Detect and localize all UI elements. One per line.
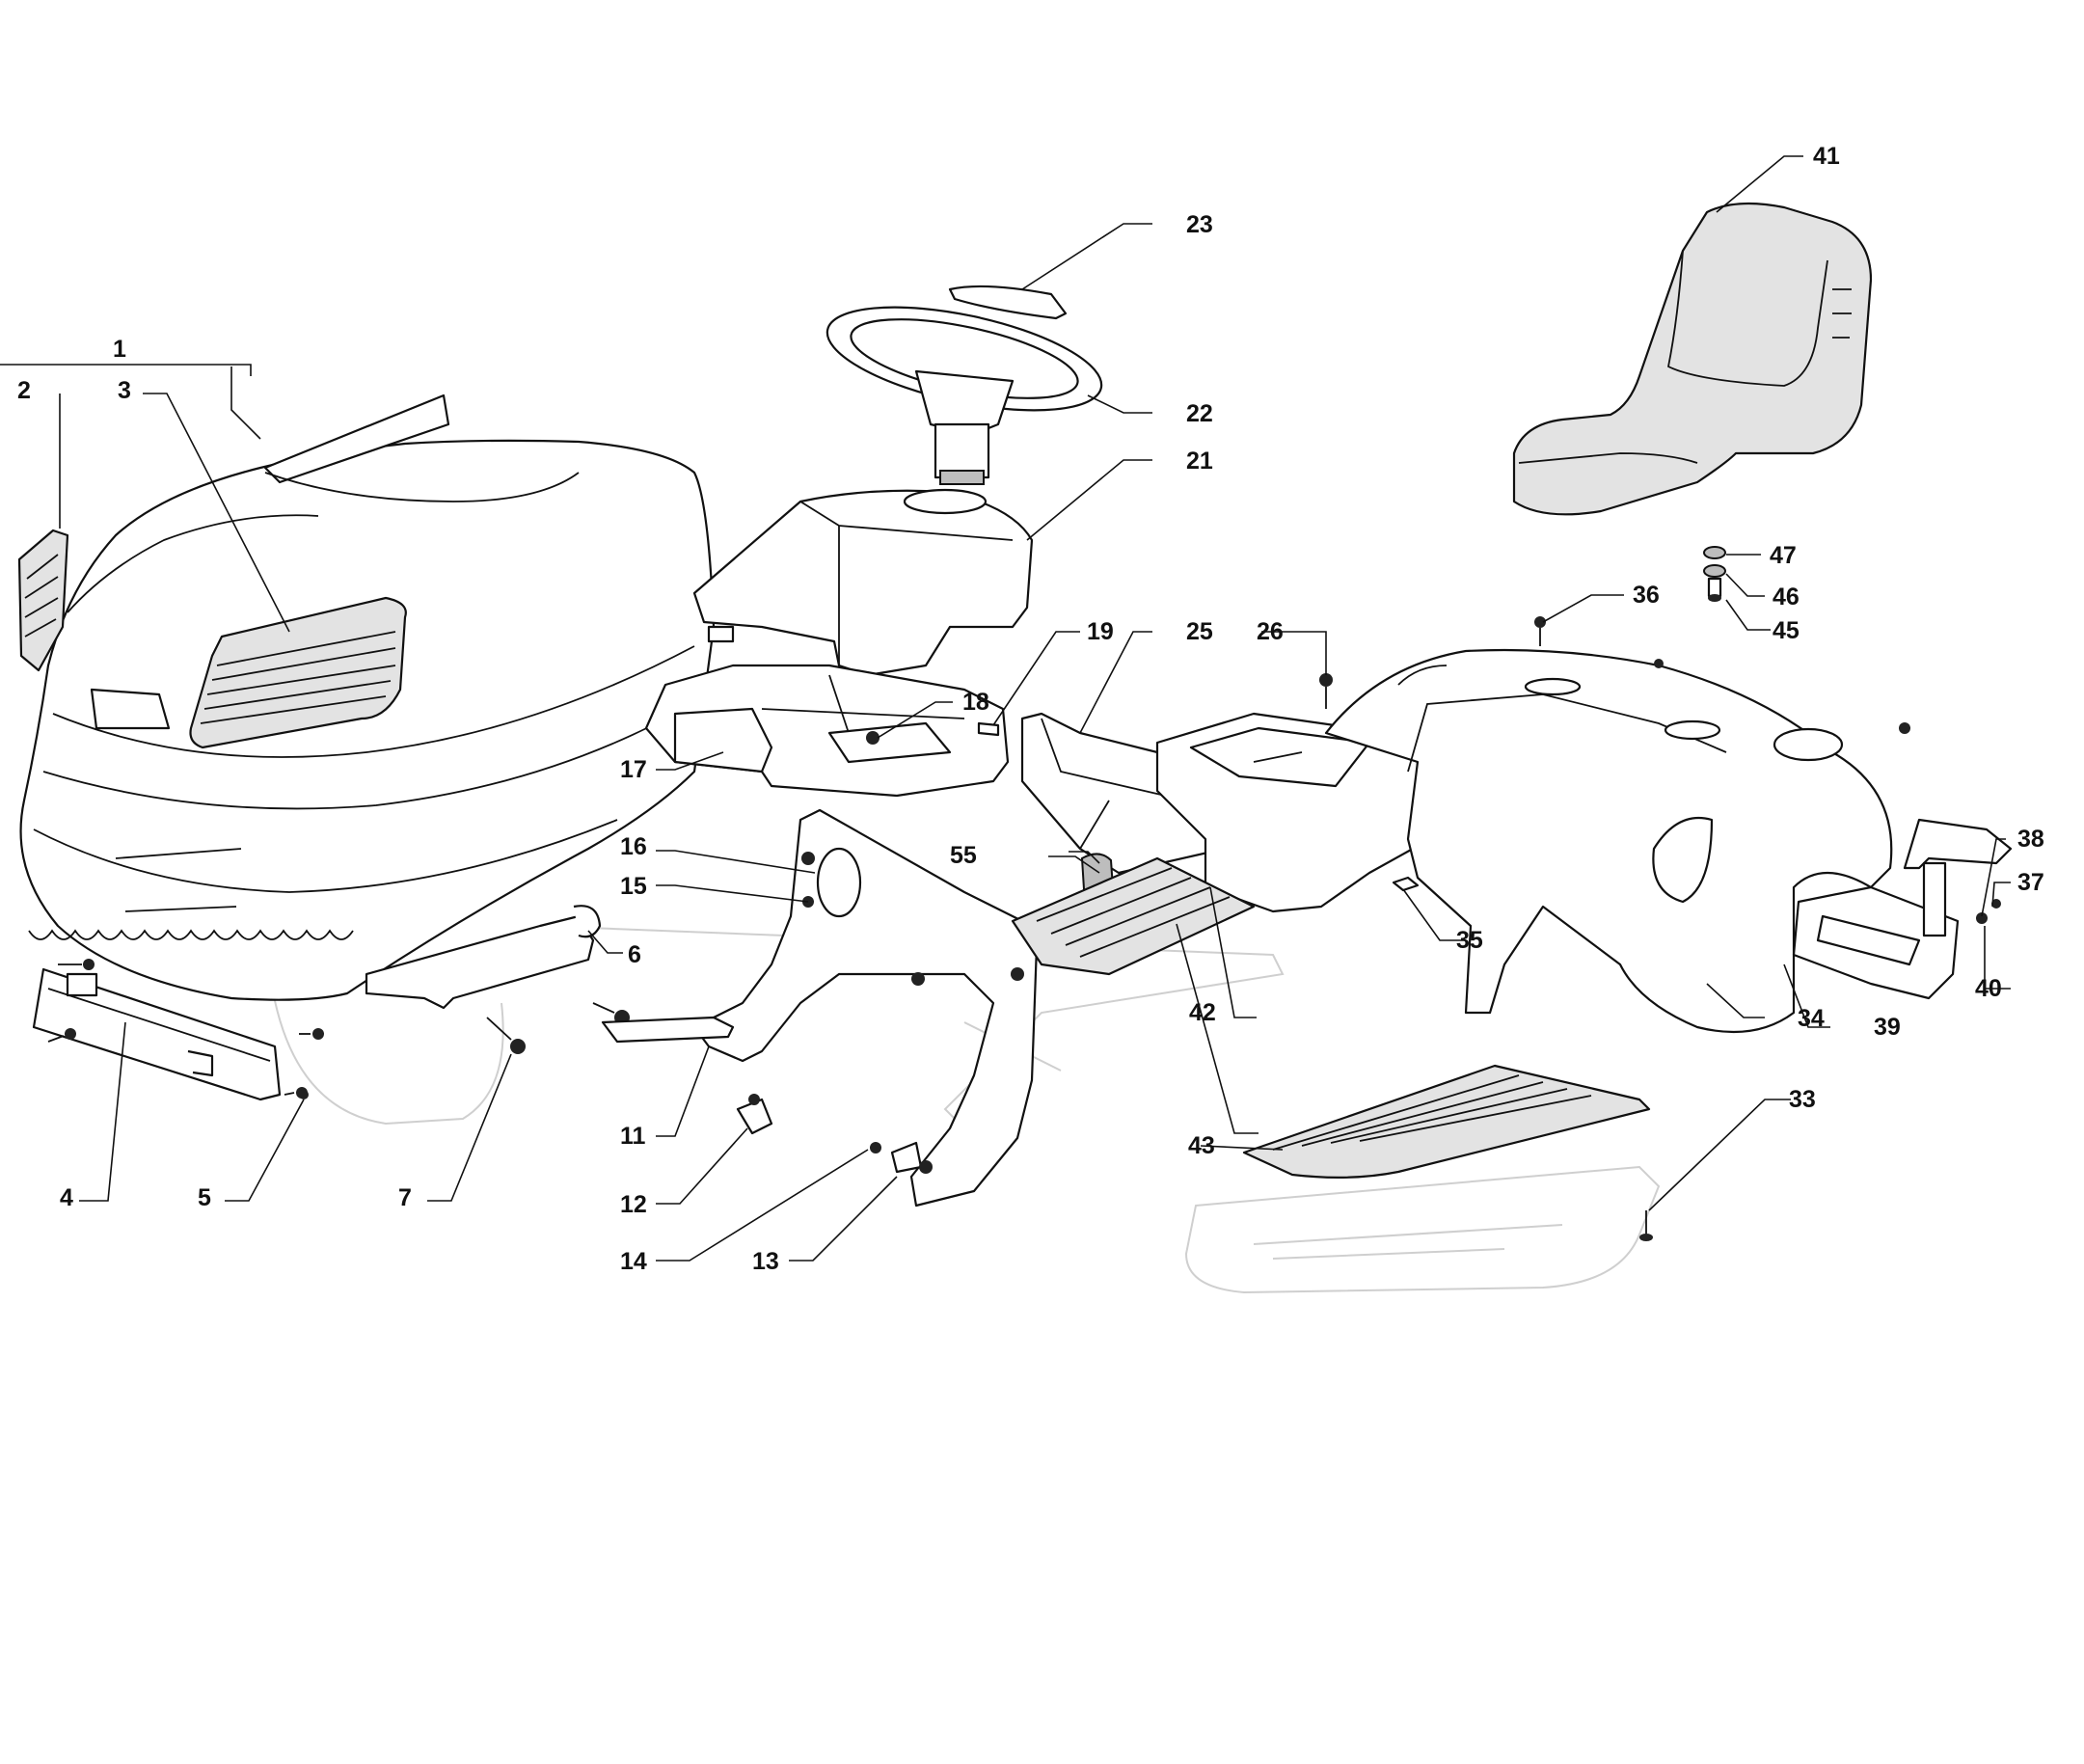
screw-part-33: [1639, 1210, 1653, 1241]
callout-33: 33: [1789, 1086, 1816, 1113]
clip-part-18: [866, 721, 1000, 745]
console-housing-part: [644, 625, 1010, 798]
callout-2: 2: [17, 377, 31, 404]
clip-part-12: [736, 1094, 773, 1135]
callout-11: 11: [620, 1123, 646, 1150]
seat-part: [1512, 202, 1873, 516]
callout-36: 36: [1633, 582, 1660, 609]
callout-42: 42: [1189, 999, 1216, 1026]
callout-40: 40: [1975, 975, 2002, 1002]
callout-21: 21: [1186, 448, 1213, 475]
steering-wheel-part: [825, 306, 1103, 485]
callout-17: 17: [620, 756, 647, 783]
callout-22: 22: [1186, 400, 1213, 427]
callout-4: 4: [60, 1184, 73, 1211]
leader-lines: [0, 155, 2011, 1262]
screw-part-5: [299, 1090, 309, 1099]
callout-6: 6: [628, 941, 641, 968]
callout-18: 18: [962, 689, 989, 716]
callout-14: 14: [620, 1248, 647, 1275]
callout-37: 37: [2017, 869, 2044, 896]
front-plate-part: [32, 967, 282, 1101]
callout-34: 34: [1798, 1005, 1825, 1032]
callout-38: 38: [2017, 826, 2044, 853]
callout-1: 1: [113, 336, 126, 363]
rear-fender-body-part: [1324, 648, 1893, 1034]
callout-16: 16: [620, 833, 647, 860]
hood-hinge-part: [365, 905, 602, 1010]
callout-5: 5: [198, 1184, 211, 1211]
bracket-part-35: [1392, 876, 1420, 892]
screw-part-36: [1534, 616, 1546, 646]
ghost-chassis-rear: [1184, 1165, 1661, 1294]
hood-part: [19, 394, 716, 1001]
callout-39: 39: [1874, 1014, 1901, 1041]
bolt-part-7: [486, 1017, 526, 1054]
callout-55: 55: [950, 842, 977, 869]
seat-hardware: [1703, 546, 1726, 602]
callout-13: 13: [752, 1248, 779, 1275]
callout-labels: 1 2 3 4 5 6 7 11 12 13 14 15 16 17 18 19…: [17, 143, 2044, 1275]
rear-mat-part: [1242, 1064, 1651, 1179]
callout-7: 7: [398, 1184, 412, 1211]
dash-cover-part: [692, 488, 1034, 677]
rear-hardware: [1899, 722, 2013, 937]
callout-26: 26: [1257, 618, 1284, 645]
side-light-part: [17, 529, 69, 672]
rear-bracket-part: [1792, 885, 1960, 1000]
callout-12: 12: [620, 1191, 647, 1218]
headlight-lens-part: [189, 596, 407, 749]
callout-25: 25: [1186, 618, 1213, 645]
callout-35: 35: [1456, 927, 1483, 954]
center-box-part: [1155, 712, 1420, 913]
callout-46: 46: [1773, 583, 1800, 611]
front-fender-panel-part: [692, 808, 1039, 1208]
lever-part: [601, 1016, 735, 1044]
screw-part-26: [1319, 673, 1333, 709]
callout-23: 23: [1186, 211, 1213, 238]
callout-19: 19: [1087, 618, 1114, 645]
callout-41: 41: [1813, 143, 1840, 170]
callout-47: 47: [1770, 542, 1797, 569]
steering-cap-part: [948, 285, 1068, 320]
callout-3: 3: [118, 377, 131, 404]
callout-43: 43: [1188, 1132, 1215, 1159]
callout-15: 15: [620, 873, 647, 900]
bracket-part-13: [870, 1141, 933, 1174]
callout-45: 45: [1773, 617, 1800, 644]
